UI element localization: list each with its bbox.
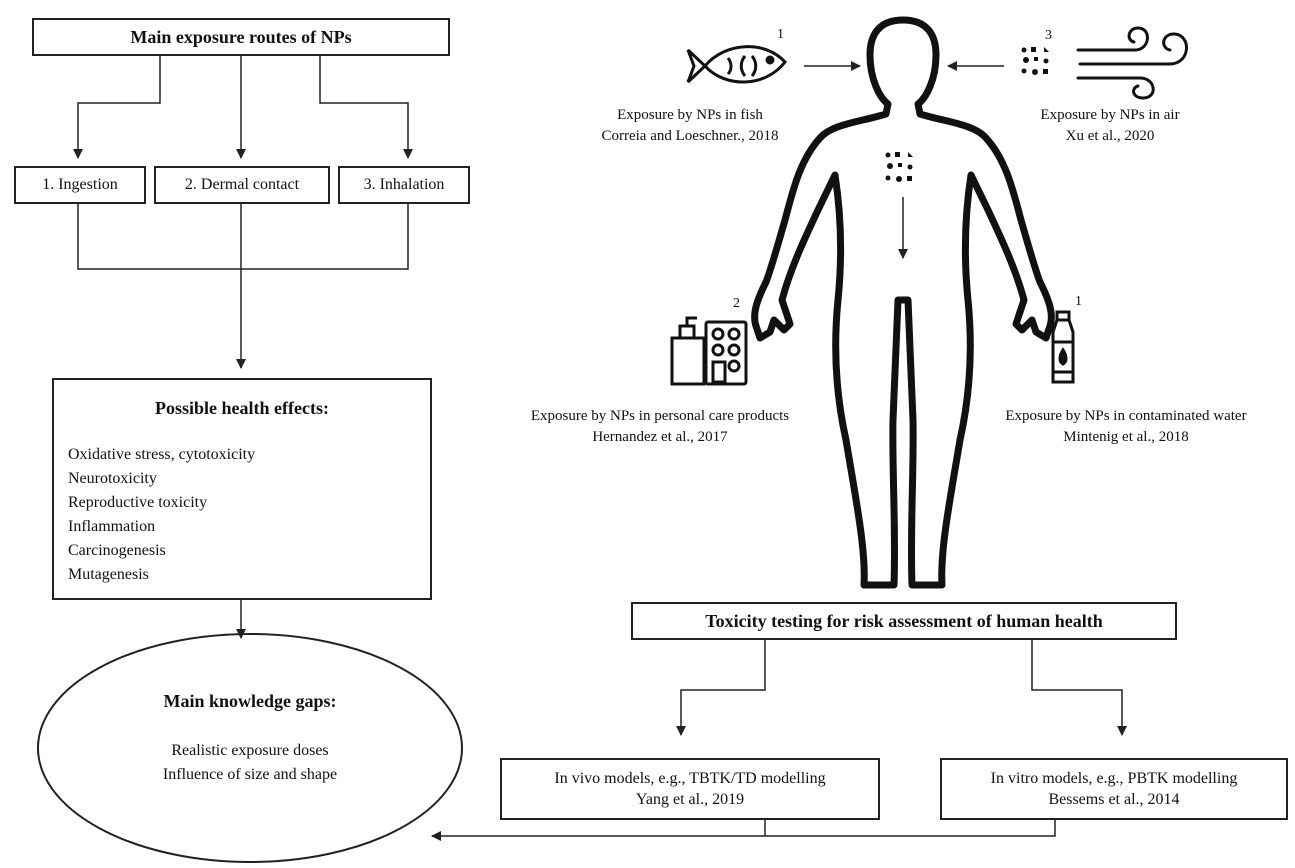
toxicity-testing-title: Toxicity testing for risk assessment of … bbox=[705, 610, 1103, 631]
human-body-icon bbox=[751, 16, 1055, 589]
water-exposure-ref: Mintenig et al., 2018 bbox=[1063, 429, 1189, 445]
health-effect-item: Inflammation bbox=[68, 518, 156, 535]
exposure-routes-title: Main exposure routes of NPs bbox=[130, 26, 352, 47]
health-effect-item: Oxidative stress, cytotoxicity bbox=[68, 446, 256, 463]
arrow-to-inhalation bbox=[319, 55, 413, 159]
health-effects-title: Possible health effects: bbox=[155, 398, 329, 418]
air-exposure-label: Exposure by NPs in air bbox=[1040, 107, 1180, 123]
knowledge-gap-item: Realistic exposure doses bbox=[171, 742, 329, 759]
fish-exposure-ref: Correia and Loeschner., 2018 bbox=[601, 128, 779, 144]
route-inhalation-box: 3. Inhalation bbox=[338, 166, 470, 204]
route-ingestion-label: 1. Ingestion bbox=[42, 176, 118, 193]
arrow-to-ingestion bbox=[73, 55, 161, 159]
care-route-number: 2 bbox=[733, 296, 740, 311]
route-dermal-box: 2. Dermal contact bbox=[154, 166, 330, 204]
arrow-to-in-vitro bbox=[1031, 640, 1127, 736]
knowledge-gap-item: Influence of size and shape bbox=[162, 766, 338, 783]
in-vivo-label: In vivo models, e.g., TBTK/TD modelling bbox=[554, 770, 826, 787]
arrow-to-knowledge-gaps-from-models bbox=[431, 818, 1056, 841]
wind-icon bbox=[1076, 26, 1188, 100]
personal-care-products-icon bbox=[670, 316, 748, 386]
care-exposure-ref: Hernandez et al., 2017 bbox=[592, 429, 728, 445]
health-effect-item: Mutagenesis bbox=[68, 566, 149, 583]
nanoparticles-air-icon bbox=[1021, 47, 1049, 75]
care-exposure-label: Exposure by NPs in personal care product… bbox=[530, 408, 790, 424]
nanoparticles-body-icon bbox=[885, 152, 913, 182]
knowledge-gaps-title: Main knowledge gaps: bbox=[163, 691, 337, 711]
health-effects-box: Possible health effects: Oxidative stres… bbox=[52, 378, 432, 600]
toxicity-testing-box: Toxicity testing for risk assessment of … bbox=[631, 602, 1177, 640]
route-inhalation-label: 3. Inhalation bbox=[363, 176, 445, 193]
health-effect-item: Neurotoxicity bbox=[68, 470, 157, 487]
in-vivo-ref: Yang et al., 2019 bbox=[635, 791, 745, 808]
fish-route-number: 1 bbox=[777, 27, 784, 42]
in-vivo-box: In vivo models, e.g., TBTK/TD modelling … bbox=[500, 758, 880, 820]
exposure-routes-box: Main exposure routes of NPs bbox=[32, 18, 450, 56]
fish-exposure-label: Exposure by NPs in fish bbox=[617, 107, 763, 123]
route-ingestion-box: 1. Ingestion bbox=[14, 166, 146, 204]
health-effect-item: Carcinogenesis bbox=[68, 542, 166, 559]
knowledge-gaps-ellipse bbox=[37, 633, 463, 863]
health-effects-list: Oxidative stress, cytotoxicity Neurotoxi… bbox=[68, 443, 430, 587]
route-dermal-label: 2. Dermal contact bbox=[184, 176, 300, 193]
in-vitro-label: In vitro models, e.g., PBTK modelling bbox=[990, 770, 1238, 787]
in-vitro-box: In vitro models, e.g., PBTK modelling Be… bbox=[940, 758, 1288, 820]
water-exposure-label: Exposure by NPs in contaminated water bbox=[1005, 408, 1247, 424]
water-route-number: 1 bbox=[1075, 294, 1082, 309]
merge-line bbox=[77, 203, 409, 270]
arrow-to-in-vivo bbox=[676, 640, 766, 736]
air-route-number: 3 bbox=[1045, 28, 1052, 43]
air-exposure-ref: Xu et al., 2020 bbox=[1065, 128, 1155, 144]
in-vitro-ref: Bessems et al., 2014 bbox=[1048, 791, 1180, 808]
water-bottle-icon bbox=[1051, 310, 1075, 384]
fish-icon bbox=[686, 45, 787, 84]
health-effect-item: Reproductive toxicity bbox=[68, 494, 208, 511]
